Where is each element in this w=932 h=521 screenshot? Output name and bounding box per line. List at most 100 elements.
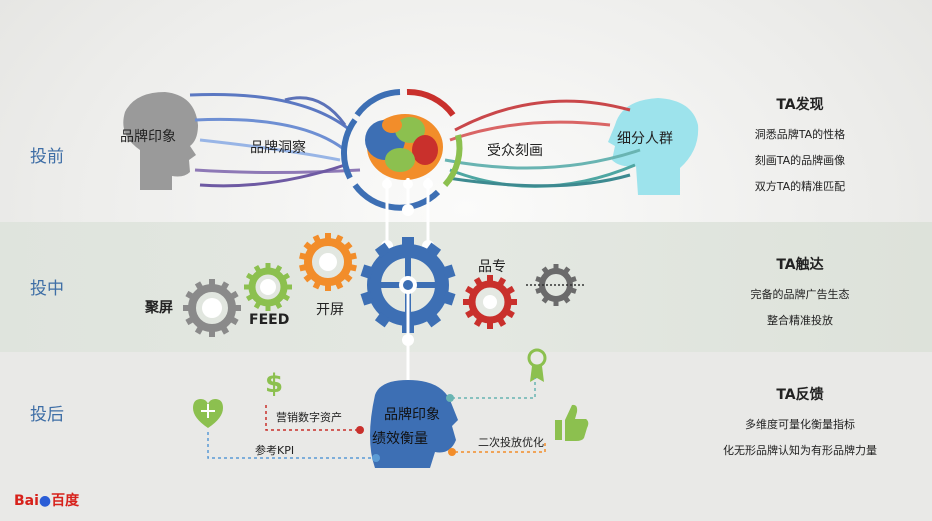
gear-tooth — [229, 290, 239, 300]
gear-tooth — [312, 234, 322, 244]
gear-tooth — [402, 237, 414, 247]
red-gear — [463, 275, 517, 329]
gear-tooth — [487, 275, 493, 282]
gear-tooth — [541, 295, 550, 304]
panel-item: 整合精准投放 — [767, 314, 833, 327]
gear-tooth — [541, 266, 550, 275]
gear-tooth — [312, 280, 322, 290]
gear-tooth — [374, 312, 391, 328]
gear-tooth — [245, 272, 254, 281]
gear-tooth — [220, 325, 230, 335]
gear-tooth — [505, 309, 515, 319]
gear-tooth — [282, 272, 291, 281]
panel-ta-reach: TA触达 完备的品牌广告生态 整合精准投放 — [690, 254, 910, 334]
gear-tooth — [343, 241, 353, 251]
gear-tooth — [360, 264, 374, 279]
gear-tooth — [569, 287, 577, 294]
brain-icon — [365, 114, 443, 180]
gear-tooth — [325, 284, 331, 291]
logo-baidu-text: 百度 — [51, 493, 80, 509]
gear-tooth — [220, 281, 230, 291]
gear-tooth — [348, 252, 357, 261]
label-brand-impression-left: 品牌印象 — [120, 129, 176, 145]
gear-tooth — [569, 276, 577, 283]
gear-tooth — [245, 293, 254, 302]
gear-tooth — [185, 290, 195, 300]
gear-tooth — [274, 301, 283, 310]
label-head-line1: 品牌印象 — [384, 407, 440, 423]
gear-tooth — [229, 316, 239, 326]
panel-title: TA反馈 — [776, 387, 824, 403]
gear-tooth — [244, 284, 250, 290]
label-audience-profile: 受众刻画 — [487, 143, 543, 159]
gear-tooth — [303, 241, 313, 251]
gear-tooth — [194, 325, 204, 335]
gear-tooth — [505, 285, 515, 295]
logo-paw-icon: ● — [38, 493, 52, 509]
gear-tooth — [209, 330, 215, 337]
gear-tooth — [286, 284, 292, 290]
gear-tooth — [274, 264, 283, 273]
dollar-icon: $ — [265, 369, 283, 399]
gear-tooth — [510, 299, 517, 305]
panel-item: 多维度可量化衡量指标 — [745, 418, 855, 431]
gear-tooth — [183, 305, 190, 311]
gear-tooth — [562, 266, 571, 275]
middle-band — [0, 222, 932, 352]
panel-item: 完备的品牌广告生态 — [750, 288, 850, 301]
gear-tooth — [334, 280, 344, 290]
gear-tooth — [425, 312, 442, 328]
panel-title: TA触达 — [776, 257, 824, 273]
gear-tooth — [442, 291, 456, 306]
label-digital-assets: 营销数字资产 — [276, 411, 342, 424]
gear-tooth — [185, 316, 195, 326]
stage-label-pre: 投前 — [30, 147, 64, 167]
gear-tooth — [535, 276, 543, 283]
gear-tooth — [442, 264, 456, 279]
cyan-head-silhouette — [608, 98, 699, 195]
gear-tooth — [473, 277, 483, 287]
label-brand-insight: 品牌洞察 — [250, 140, 306, 156]
gear-tooth — [265, 305, 271, 311]
gear-tooth — [325, 233, 331, 240]
label-head-line2: 绩效衡量 — [372, 431, 428, 447]
svg-text:$: $ — [265, 369, 283, 399]
gear-tooth — [303, 273, 313, 283]
gear-tooth — [553, 264, 559, 270]
gear-tooth — [253, 301, 262, 310]
left-flow-lines — [189, 92, 361, 188]
gear-tooth — [299, 263, 308, 272]
right-flow-lines — [444, 99, 641, 188]
label-juping: 聚屏 — [145, 300, 173, 316]
gear-tooth — [265, 263, 271, 269]
gear-tooth — [209, 279, 215, 286]
gear-tooth — [343, 273, 353, 283]
gear-tooth — [465, 309, 475, 319]
panel-ta-feedback: TA反馈 多维度可量化衡量指标 化无形品牌认知为有形品牌力量 — [690, 384, 910, 464]
stage-label-mid: 投中 — [30, 279, 64, 299]
green-gear — [244, 263, 292, 311]
bottom-band — [0, 352, 932, 521]
gear-tooth — [234, 305, 241, 311]
thumbs-up-icon — [555, 404, 589, 441]
gray-head-silhouette — [123, 92, 198, 190]
gear-tooth — [299, 252, 308, 261]
label-kaiping: 开屏 — [316, 302, 344, 318]
gear-tooth — [282, 293, 291, 302]
label-segmented-audience: 细分人群 — [617, 131, 673, 147]
connector-node — [402, 334, 414, 346]
gear-tooth — [374, 242, 391, 258]
gear-tooth — [334, 234, 344, 244]
orange-gear — [299, 233, 357, 291]
label-pinzhuan: 品专 — [478, 259, 506, 275]
gear-tooth — [463, 299, 470, 305]
label-feed: FEED — [249, 312, 290, 328]
stage-label-post: 投后 — [30, 405, 64, 425]
panel-item: 刻画TA的品牌画像 — [754, 154, 846, 167]
panel-item: 洞悉品牌TA的性格 — [754, 128, 846, 141]
gear-tooth — [253, 264, 262, 273]
heart-plus-icon — [193, 399, 223, 428]
gray-gear — [183, 279, 241, 337]
connector-dots-post — [356, 394, 456, 462]
